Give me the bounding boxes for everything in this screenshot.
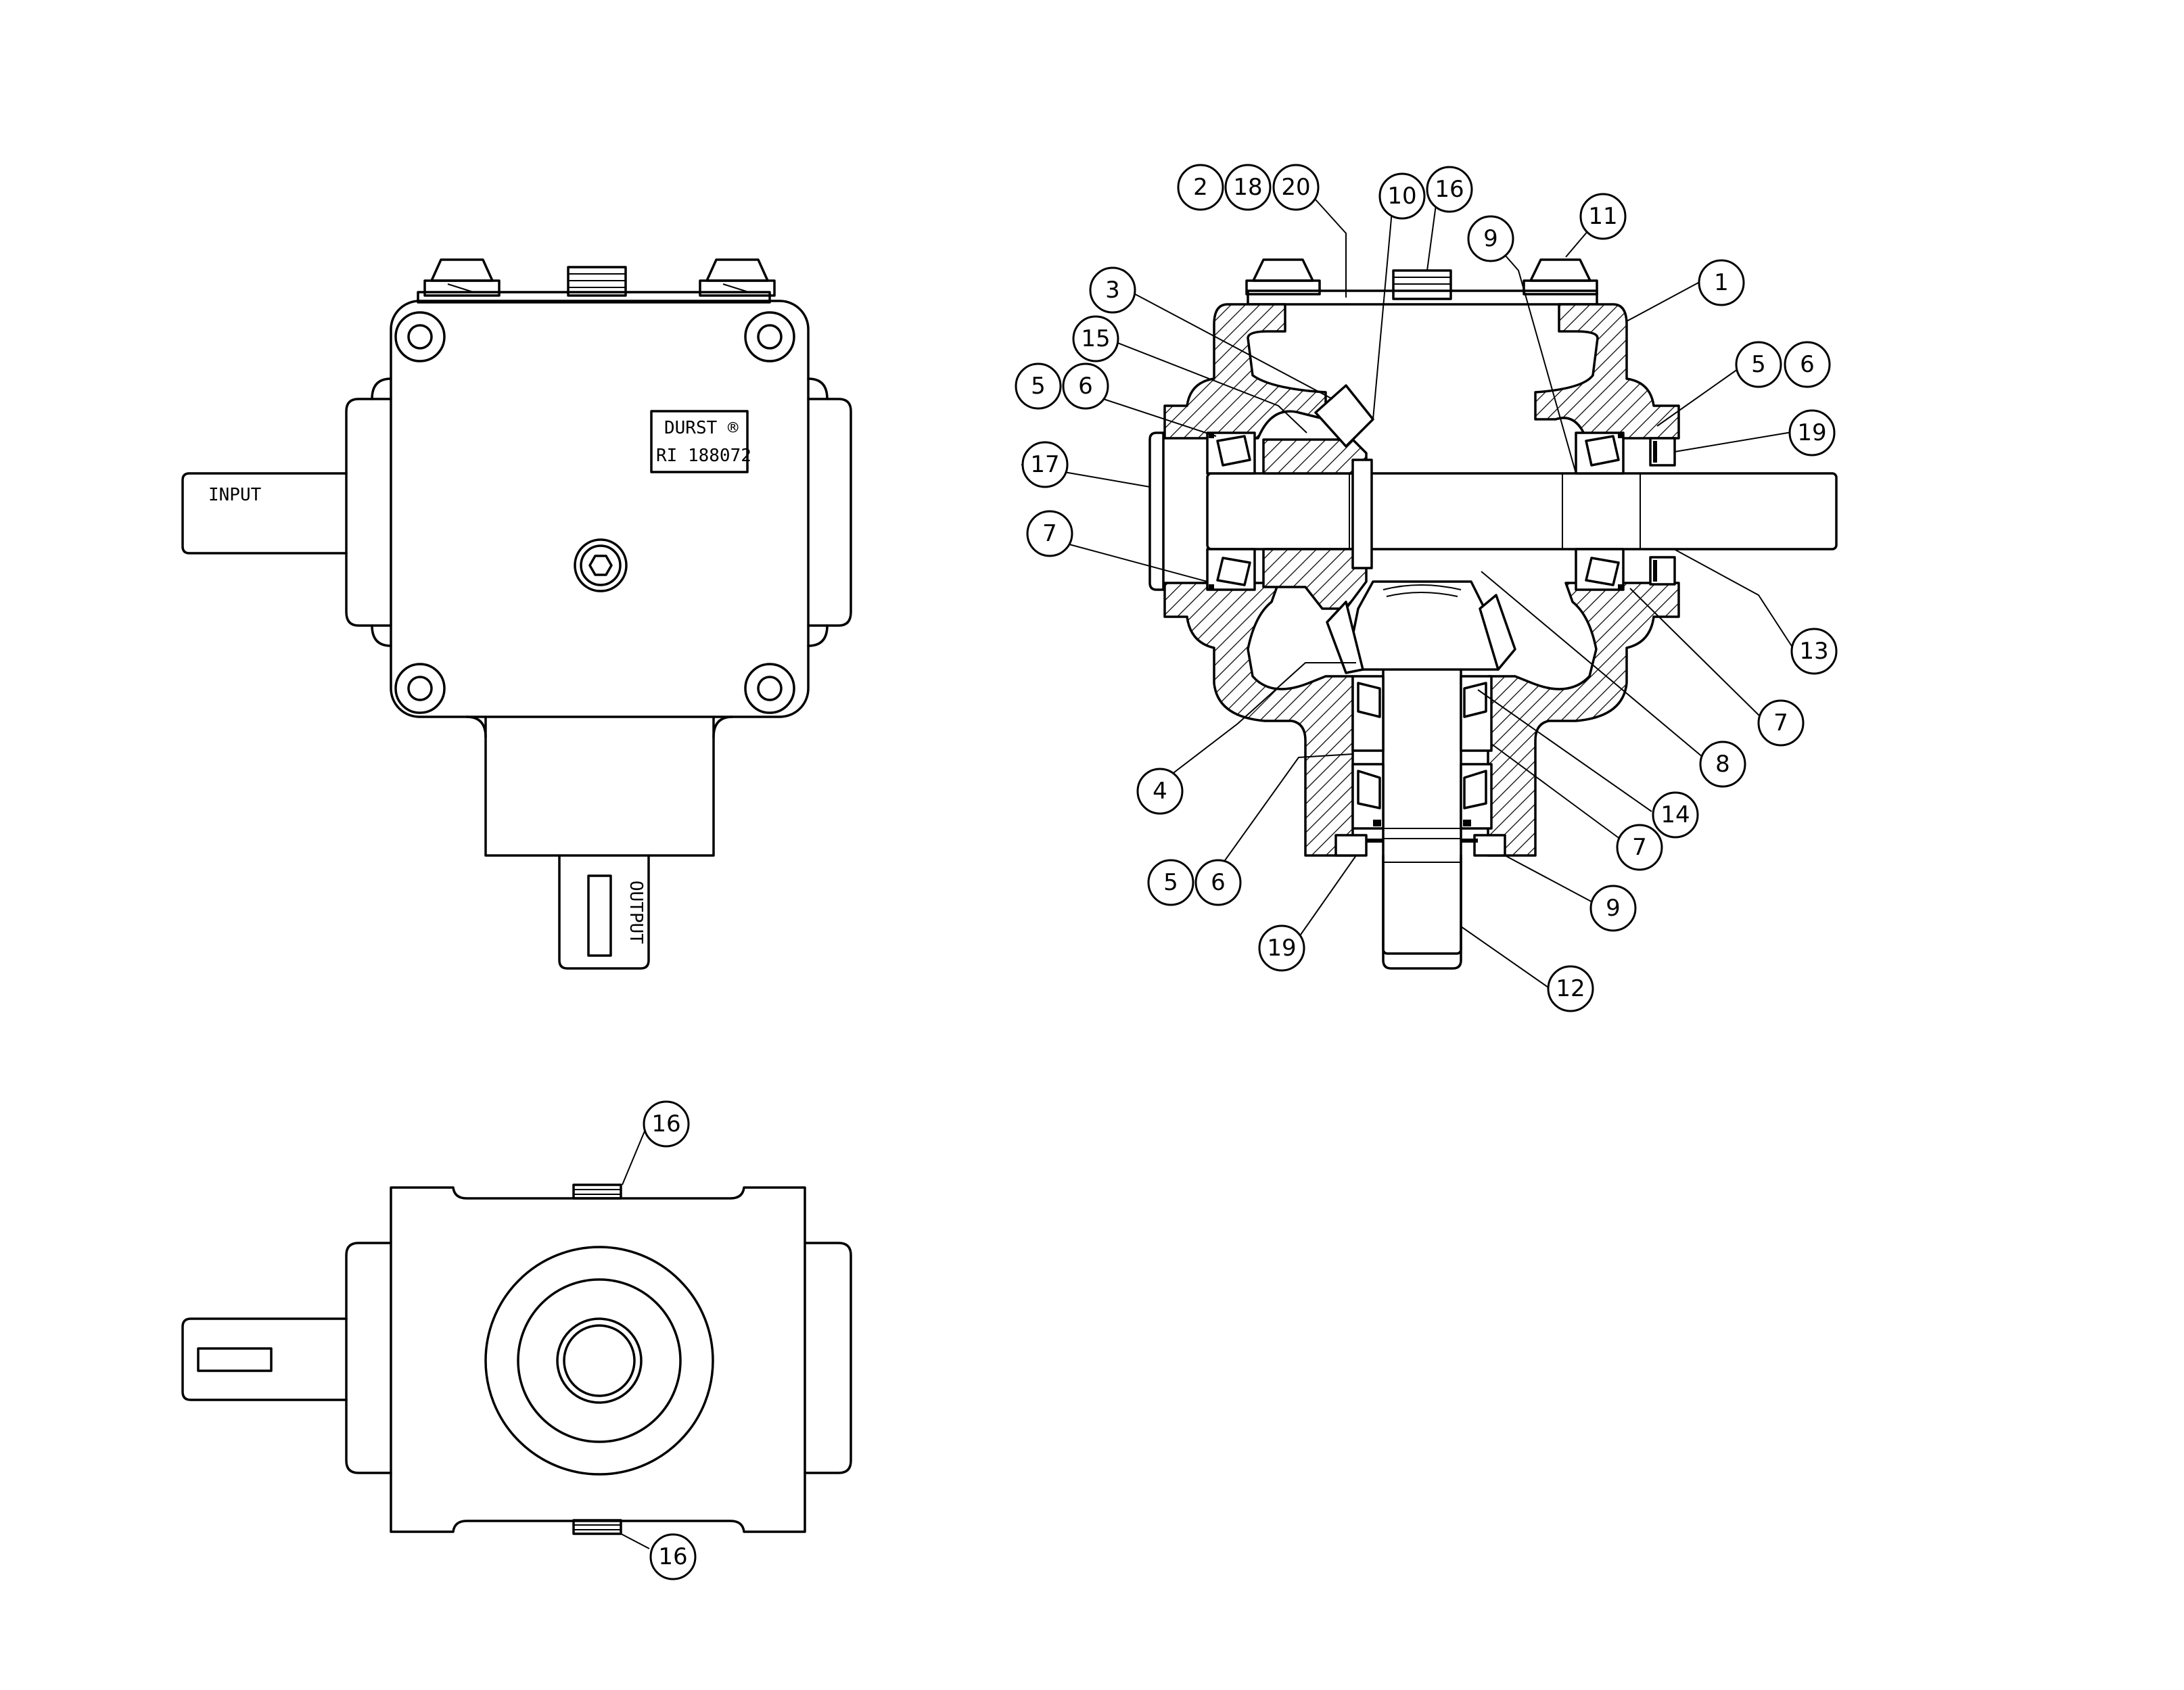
front-view: DURST ® RI 188072 INPUT OUTPUT [181,258,852,970]
balloon-18: 18 [1224,164,1272,211]
bearing-left-bottom [1206,548,1256,591]
balloon-11: 11 [1579,193,1627,240]
balloon-16c: 16 [649,1533,697,1580]
section-vent-plug [1392,269,1452,300]
top-bolt-right [699,258,776,297]
balloon-9a: 9 [1467,215,1514,262]
balloon-14: 14 [1652,791,1699,839]
section-bolt-right [1523,258,1598,296]
top-view-input-shaft [181,1317,348,1401]
nameplate-line1: DURST ® [664,418,739,438]
balloon-5b: 5 [1735,341,1782,388]
callout-number: 6 [1211,869,1226,896]
callout-number: 7 [1632,834,1647,861]
top-bolt-left [423,258,501,297]
balloon-3: 3 [1089,266,1136,314]
callout-number: 8 [1715,751,1730,778]
bearing-left-top [1206,431,1256,475]
callout-number: 10 [1387,183,1416,210]
housing-right-wall [1534,303,1680,440]
balloon-12: 12 [1547,965,1594,1012]
callout-number: 13 [1799,638,1828,665]
balloon-4: 4 [1136,768,1184,815]
balloon-6b: 6 [1784,341,1831,388]
callout-number: 17 [1030,451,1059,478]
balloon-9b: 9 [1589,885,1637,932]
callout-number: 20 [1281,174,1310,201]
seal-bottom-right [1473,834,1506,857]
balloon-7a: 7 [1026,510,1073,557]
balloon-16a: 16 [1426,166,1473,213]
leader-lines [620,191,1794,1549]
callout-number: 1 [1714,269,1729,296]
callout-number: 3 [1105,277,1120,304]
balloons: 2 18 20 10 16 9 11 1 3 15 5 6 5 6 19 17 … [643,164,1838,1580]
housing-left-wall [1163,303,1327,440]
balloon-19b: 19 [1258,924,1305,972]
balloon-19a: 19 [1788,409,1836,456]
output-label: OUTPUT [626,881,646,944]
callout-number: 6 [1800,351,1815,378]
callout-number: 16 [658,1543,687,1570]
callout-number: 4 [1153,778,1167,805]
bearing-right-bottom [1575,548,1625,591]
section-bolt-left [1245,258,1321,296]
callout-number: 5 [1751,351,1766,378]
balloon-15: 15 [1072,315,1119,362]
callout-number: 7 [1773,709,1788,736]
seal-bottom-left [1334,834,1368,857]
corner-holes [394,311,795,714]
balloon-6c: 6 [1194,859,1242,906]
callout-number: 6 [1078,373,1093,400]
callout-number: 16 [651,1110,680,1137]
callout-number: 19 [1797,419,1826,446]
balloon-7c: 7 [1616,824,1663,871]
callout-number: 2 [1193,174,1208,201]
callout-number: 15 [1081,325,1110,352]
input-label: INPUT [208,485,262,505]
balloon-17: 17 [1021,441,1069,488]
housing-lower-right [1487,582,1680,857]
balloon-1: 1 [1698,259,1745,306]
callout-number: 9 [1606,895,1621,922]
callout-number: 5 [1163,869,1178,896]
pinion-gear [1345,580,1500,671]
callout-number: 18 [1233,174,1262,201]
section-view [1148,258,1838,970]
input-shaft: INPUT [181,472,348,555]
nameplate-line2: RI 188072 [656,446,751,466]
balloon-5a: 5 [1015,362,1062,410]
housing-lower-left [1163,582,1354,857]
callout-number: 9 [1483,225,1498,252]
balloon-5c: 5 [1147,859,1194,906]
balloon-6a: 6 [1062,362,1109,410]
top-view [181,1183,852,1535]
bevel-gear-input [1262,438,1368,475]
bearing-lower-upper [1351,675,1493,752]
callout-number: 14 [1660,801,1690,828]
bearing-right-top [1575,431,1625,475]
balloon-8: 8 [1699,741,1746,788]
balloon-20: 20 [1272,164,1320,211]
nameplate: DURST ® RI 188072 [650,410,751,473]
callout-number: 16 [1435,176,1464,203]
balloon-2: 2 [1177,164,1224,211]
balloon-10: 10 [1378,172,1426,220]
bearing-lower-lower [1351,763,1493,830]
callout-number: 5 [1031,373,1046,400]
callout-number: 12 [1556,975,1585,1002]
bottom-bore [484,1246,714,1476]
balloon-13: 13 [1790,628,1838,675]
balloon-16b: 16 [643,1100,690,1148]
balloon-7b: 7 [1757,699,1805,747]
drain-plug [574,538,628,592]
vent-plug-top [567,266,627,297]
callout-number: 19 [1267,935,1296,962]
horizontal-shaft [1206,472,1838,550]
callout-number: 7 [1042,520,1057,547]
output-shaft: OUTPUT [558,854,650,970]
callout-number: 11 [1588,203,1617,230]
